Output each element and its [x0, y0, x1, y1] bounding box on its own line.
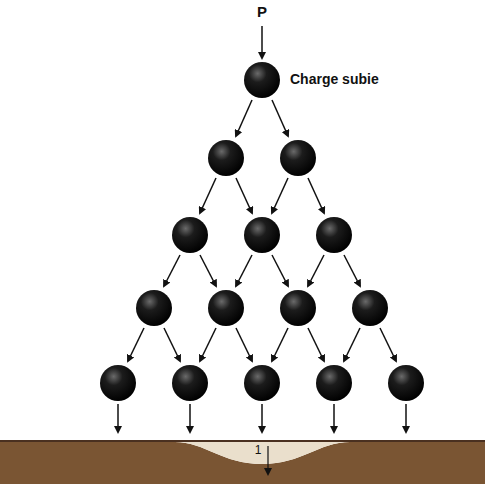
depression: [175, 442, 350, 464]
settlement-arrow: [267, 446, 268, 474]
load-label: P: [257, 4, 267, 21]
load-arrow: [261, 26, 263, 58]
ground-surface: [0, 440, 485, 442]
balls: [100, 62, 424, 401]
ground: [0, 442, 485, 484]
force-arrows: [118, 100, 406, 432]
callout-number: 1: [255, 444, 262, 457]
load-caption: Charge subie: [290, 72, 379, 87]
